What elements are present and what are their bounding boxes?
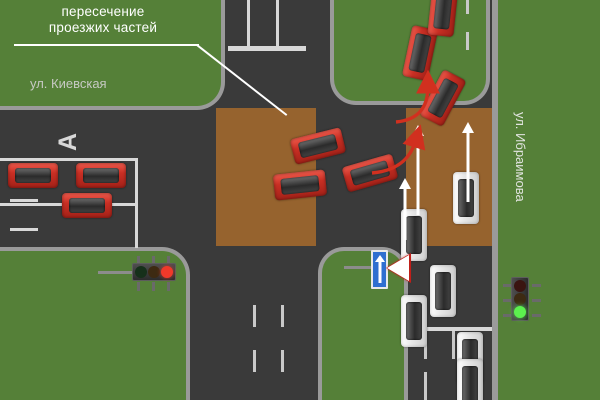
visor-r5 — [532, 299, 541, 302]
red-car-parked-3 — [62, 193, 112, 218]
visor-l5 — [152, 282, 155, 291]
dash-tr-4 — [466, 32, 469, 50]
street-label-vertical: ул. Ибраимова — [513, 112, 528, 202]
stop-line-bottom-right — [424, 327, 492, 331]
white-car-6 — [457, 359, 483, 400]
stop-line-top — [228, 46, 306, 51]
grass-block-top-left — [0, 0, 225, 110]
left-light-amber-lamp — [148, 266, 160, 278]
white-car-4 — [401, 295, 427, 347]
lane-line-left-mid — [0, 203, 66, 206]
dash-bottom-3 — [253, 350, 256, 372]
leader-line-horizontal — [14, 44, 199, 46]
dash-bottom-4 — [281, 350, 284, 372]
curb-right — [492, 0, 498, 400]
dash-bottom-1 — [253, 305, 256, 327]
visor-r4 — [532, 284, 541, 287]
left-traffic-light-pole — [98, 271, 136, 274]
visor-l6 — [167, 282, 170, 291]
right-light-green-lamp — [514, 306, 526, 318]
lane-divider-top-2 — [276, 0, 279, 46]
red-car-parked-2 — [76, 163, 126, 188]
lane-divider-top-1 — [247, 0, 250, 46]
grass-block-right — [498, 0, 600, 400]
bus-lane-a-marking: A — [54, 132, 82, 151]
left-light-red-lamp — [161, 266, 173, 278]
right-light-amber-lamp — [514, 293, 526, 305]
one-way-arrow-icon — [374, 255, 385, 262]
right-traffic-light-housing[interactable] — [511, 277, 529, 321]
one-way-sign[interactable] — [371, 250, 388, 289]
visor-r3 — [503, 314, 512, 317]
lane-arrow-straight-1 — [411, 125, 425, 215]
visor-r1 — [503, 284, 512, 287]
white-car-3 — [430, 265, 456, 317]
left-traffic-light-housing[interactable] — [132, 263, 176, 281]
give-way-sign[interactable] — [387, 255, 409, 281]
sign-pole — [344, 266, 374, 269]
visor-r6 — [532, 314, 541, 317]
lane-br-2 — [452, 331, 455, 359]
visor-l3 — [167, 256, 170, 265]
annotation-label: пересечение проезжих частей — [48, 4, 158, 35]
dash-left-2 — [10, 228, 38, 231]
visor-l2 — [152, 256, 155, 265]
lane-arrow-straight-3 — [398, 178, 412, 240]
street-label-horizontal: ул. Киевская — [30, 76, 107, 91]
dash-left-1 — [10, 199, 38, 202]
red-car-turning-2 — [272, 169, 328, 201]
dash-bottom-2 — [281, 305, 284, 327]
visor-r2 — [503, 299, 512, 302]
visor-l1 — [137, 256, 140, 265]
lane-line-left-top — [0, 158, 138, 161]
right-light-red-lamp — [514, 280, 526, 292]
dash-tr-2 — [466, 0, 469, 14]
visor-l4 — [137, 282, 140, 291]
lane-br-3 — [424, 372, 427, 400]
red-car-parked-1 — [8, 163, 58, 188]
lane-arrow-straight-2 — [461, 122, 475, 202]
left-light-green-lamp — [135, 266, 147, 278]
